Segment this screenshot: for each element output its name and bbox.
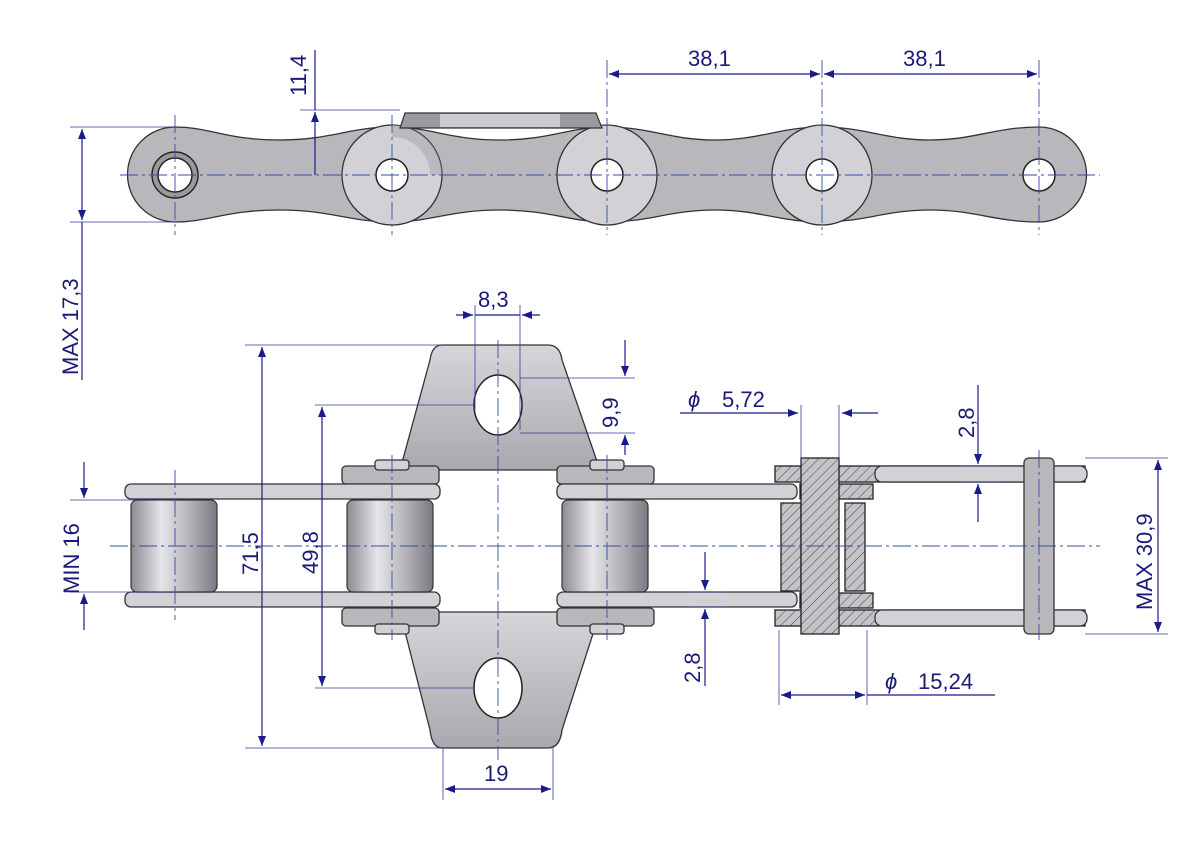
dim-2-8-top: 2,8 [954,407,979,438]
dim-8-3: 8,3 [478,287,509,312]
attachment-wing-highlight [440,114,560,127]
end-plate-bottom [874,609,1088,627]
dim-49-8: 49,8 [298,531,323,574]
dim-min-16: MIN 16 [59,523,84,594]
boss-1-shadow [392,125,442,175]
bottom-view: 8,3 9,9 ϕ 5,72 2,8 MIN 16 71,5 [59,287,1168,800]
dim-9-9: 9,9 [598,397,623,428]
section-bushing-left [780,502,802,592]
link-plate-left [126,126,393,223]
section-bushing-right [844,502,866,592]
dim-11-4: 11,4 [286,55,311,96]
phi-symbol-1: ϕ [688,387,700,412]
dim-71-5: 71,5 [238,532,263,575]
top-view: 38,1 38,1 11,4 MAX 17,3 [58,46,1100,380]
dim-phi-5-72: 5,72 [722,387,765,412]
dim-max-17-3: MAX 17,3 [58,278,83,375]
link-rail-top-left [124,483,441,500]
end-plate-top [874,465,1088,483]
dim-2-8-bottom: 2,8 [680,652,705,683]
dim-phi-15-24: 15,24 [918,669,973,694]
dim-38-1-a: 38,1 [688,46,731,71]
link-rail-bottom-mid [556,591,798,608]
dim-19: 19 [484,761,508,786]
link-plate-right-b [821,126,1088,223]
pin-head-bottom-1 [341,607,440,627]
phi-symbol-2: ϕ [885,669,897,694]
dim-max-30-9: MAX 30,9 [1132,513,1157,610]
dim-38-1-b: 38,1 [903,46,946,71]
link-rail-top-mid [556,483,798,500]
pin-head-bottom-2 [556,607,655,627]
link-rail-bottom-left [124,591,441,608]
